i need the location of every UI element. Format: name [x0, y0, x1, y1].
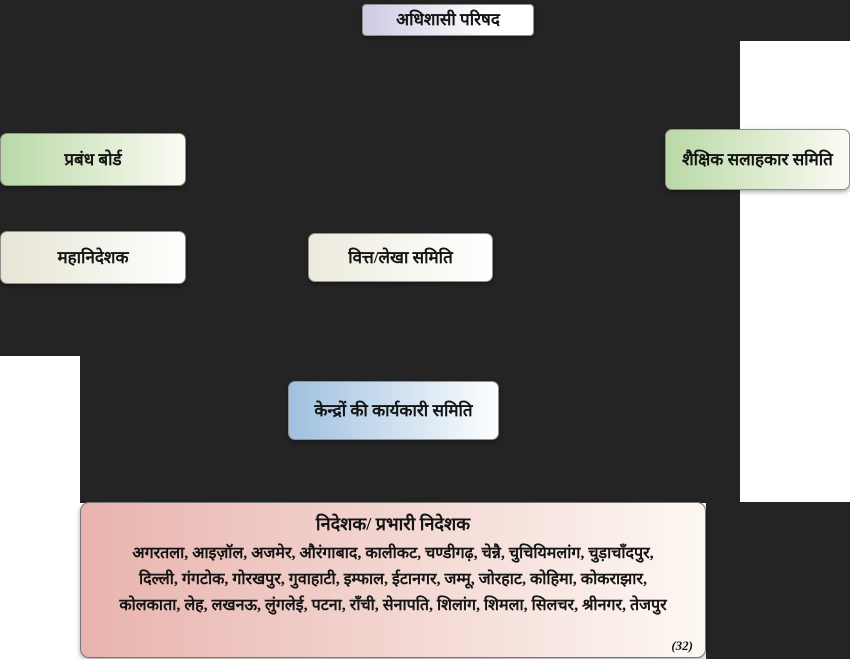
background-block-bottom-right — [706, 502, 850, 659]
directors-cities-line-2: दिल्ली, गंगटोक, गोरखपुर, गुवाहाटी, इम्फा… — [139, 571, 647, 588]
directors-title: निदेशक/ प्रभारी निदेशक — [315, 514, 471, 534]
node-executive-committee-of-centres-label: केन्द्रों की कार्यकारी समिति — [314, 400, 473, 420]
node-management-board-label: प्रबंध बोर्ड — [64, 149, 122, 169]
directors-cities-line-1: अगरतला, आइज़ॉल, अजमेर, औरंगाबाद, कालीकट,… — [132, 545, 654, 562]
node-finance-accounts-committee: वित्त/लेखा समिति — [308, 233, 493, 282]
node-management-board: प्रबंध बोर्ड — [0, 133, 186, 186]
node-academic-advisory-committee: शैक्षिक सलाहकार समिति — [665, 129, 850, 190]
directors-cities-line-3: कोलकाता, लेह, लखनऊ, लुंगलेई, पटना, राँची… — [119, 597, 667, 614]
directors-count-badge: (32) — [671, 638, 693, 653]
node-governing-council: अधिशासी परिषद — [362, 4, 534, 36]
background-block-top-right — [740, 0, 850, 41]
node-director-general-label: महानिदेशक — [57, 247, 129, 267]
node-finance-accounts-committee-label: वित्त/लेखा समिति — [348, 247, 453, 267]
node-executive-committee-of-centres: केन्द्रों की कार्यकारी समिति — [288, 381, 499, 440]
node-governing-council-label: अधिशासी परिषद — [396, 10, 500, 30]
node-director-general: महानिदेशक — [0, 231, 186, 284]
node-directors-incharge: निदेशक/ प्रभारी निदेशक अगरतला, आइज़ॉल, अ… — [80, 502, 706, 658]
node-academic-advisory-committee-label: शैक्षिक सलाहकार समिति — [682, 149, 833, 169]
